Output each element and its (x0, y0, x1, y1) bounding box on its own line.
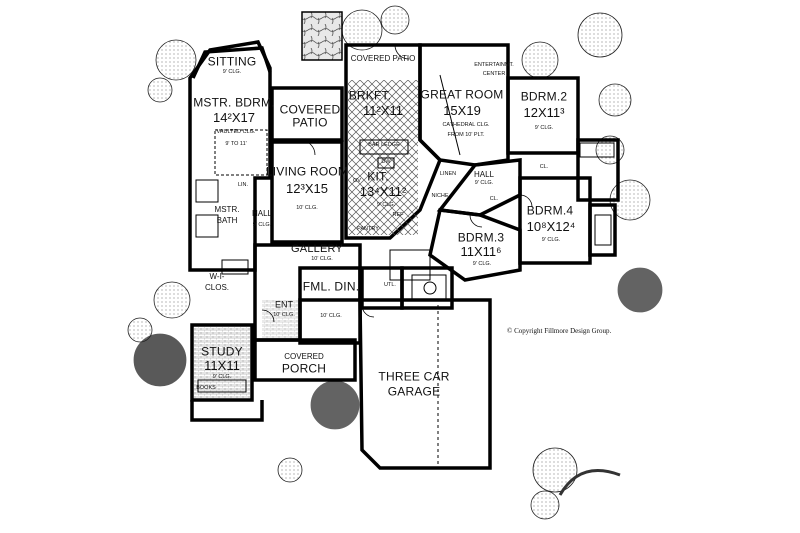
bedroom3-ceiling-note: 9' CLG. (472, 261, 492, 268)
books-label: BOOKS (196, 385, 216, 392)
gallery-ceiling-note: 10' CLG. (311, 256, 333, 263)
bedroom3-dims: 11X11⁶ (460, 244, 502, 260)
garage-doors (437, 305, 491, 468)
entry-floor-brick (262, 300, 298, 338)
bedroom3-label: BDRM.3 (457, 230, 505, 245)
dishwasher-label: DW (381, 159, 391, 166)
bedroom4-dims: 10⁸X12⁴ (526, 219, 576, 235)
walk-in-closet-label1: W-I- (209, 271, 225, 281)
great-room-plate-note: FROM 10' PLT. (447, 132, 485, 139)
bedroom2-label: BDRM.2 (520, 89, 568, 104)
hall-left-ceiling-note: 9' CLG. (252, 222, 272, 229)
entertainment-center-label1: ENTERTAINMT. (474, 62, 514, 69)
great-room-dims: 15X19 (443, 103, 481, 119)
utility-label: UTL. (384, 282, 396, 289)
master-bedroom-label: MSTR. BDRM. (193, 95, 275, 110)
covered-patio-left-label1: COVERED (279, 102, 341, 117)
great-room-label: GREAT ROOM (420, 87, 504, 102)
kitchen-dims: 13⁴X11² (359, 184, 407, 200)
living-room-ceiling-note: 10' CLG. (296, 205, 318, 212)
bedroom2-dims: 12X11³ (523, 105, 565, 121)
breakfast-dims: 11²X11 (363, 103, 403, 119)
bedroom4-ceiling-note: 9' CLG. (541, 237, 561, 244)
walk-in-closet-label2: CLOS. (204, 282, 230, 292)
master-linen-label: LIN. (237, 182, 249, 189)
garage-label1: THREE CAR (378, 369, 450, 384)
garage-label2: GARAGE (387, 384, 441, 399)
covered-patio-top-label: COVERED PATIO (350, 53, 416, 63)
sitting-ceiling-note: 9' CLG. (222, 69, 242, 76)
gallery-label: GALLERY (291, 243, 343, 256)
refrigerator-label: REF (392, 212, 404, 219)
linen-label: LINEN (439, 171, 457, 178)
oven-label: OV (353, 178, 361, 185)
living-room-label: LIVING ROOM (265, 164, 349, 179)
great-room-cathedral-note: CATHEDRAL CLG. (442, 122, 490, 129)
niche-label: NICHE (431, 193, 449, 200)
pantry-label: PANTRY (357, 226, 379, 233)
covered-porch-label2: PORCH (281, 361, 327, 376)
living-room-dims: 12³X15 (286, 181, 328, 197)
hall-right-ceiling-note: 9' CLG. (474, 180, 494, 187)
master-vaulted-note: VAULTED CLG. (216, 129, 256, 136)
breakfast-label: BRKFT. (348, 88, 392, 103)
stone-chimney (301, 11, 343, 61)
entertainment-center-label2: CENTER (482, 71, 506, 78)
copyright-notice: © Copyright Fillmore Design Group. (507, 327, 612, 335)
entry-label: ENT (275, 299, 293, 310)
bar-ledge-label: BAR LEDGE (368, 142, 400, 149)
master-bedroom-dims: 14²X17 (213, 110, 255, 126)
bedroom2-ceiling-note: 9' CLG. (534, 125, 554, 132)
covered-porch-label1: COVERED (284, 351, 324, 361)
bedroom4-label: BDRM.4 (526, 203, 574, 218)
formal-dining-label: FML. DIN. (302, 279, 360, 294)
hall-right-label: HALL (473, 169, 495, 179)
study-floor-brick (194, 327, 250, 398)
formal-dining-ceiling-note: 10' CLG. (320, 313, 342, 320)
entry-ceiling-note: 10' CLG. (273, 312, 295, 319)
interior-lines (195, 74, 615, 393)
hall-left-label: HALL (251, 208, 273, 218)
master-bath-label1: MSTR. (214, 204, 240, 214)
bedroom2-closet-label: CL. (539, 164, 549, 171)
study-label: STUDY (201, 344, 243, 359)
covered-patio-left-label2: PATIO (292, 115, 328, 130)
study-ceiling-note: 9' CLG. (212, 374, 232, 381)
master-height-note: 9' TO 11' (225, 141, 247, 148)
bedroom3-closet-label: CL. (489, 196, 499, 203)
sitting-label: SITTING (207, 54, 257, 69)
master-bath-label2: BATH (216, 215, 238, 225)
door-swings (261, 44, 533, 323)
kitchen-ceiling-note: 9' CLG. (376, 202, 396, 209)
kitchen-label: KIT. (367, 169, 389, 184)
study-dims: 11X11 (204, 358, 240, 374)
